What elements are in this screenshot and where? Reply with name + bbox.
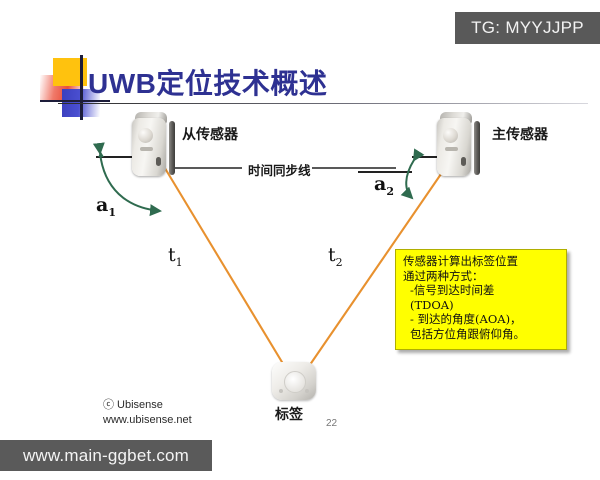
decor-vertical-line bbox=[80, 55, 83, 120]
sensor-side-edge bbox=[474, 121, 480, 175]
slave-sensor-device bbox=[132, 112, 175, 178]
master-sensor-label: 主传感器 bbox=[492, 127, 548, 143]
ubisense-copyright: ⓒ Ubisense bbox=[103, 399, 163, 411]
title-divider bbox=[58, 103, 588, 104]
signal-ray-right bbox=[303, 156, 454, 374]
sensor-led bbox=[461, 157, 466, 166]
time-t2-base: t bbox=[328, 244, 336, 266]
ubisense-website: www.ubisense.net bbox=[103, 414, 192, 426]
callout-line-1: 传感器计算出标签位置 bbox=[403, 254, 518, 268]
callout-line-6: 包括方位角跟俯仰角。 bbox=[410, 326, 525, 341]
signal-ray-left bbox=[158, 158, 290, 374]
angle-a2-base: a bbox=[374, 173, 387, 195]
master-sensor-device bbox=[437, 112, 480, 178]
callout-line-3: -信号到达时间差 bbox=[410, 283, 495, 298]
angle-arc-a1 bbox=[92, 142, 162, 217]
angle-a2-sub: 2 bbox=[386, 184, 394, 198]
time-t2-label: t2 bbox=[328, 244, 343, 269]
tag-label: 标签 bbox=[275, 407, 303, 423]
callout-box: 传感器计算出标签位置 通过两种方式： -信号到达时间差 (TDOA) - 到达的… bbox=[395, 249, 567, 350]
sensor-slot bbox=[445, 147, 458, 151]
slave-sensor-label: 从传感器 bbox=[182, 127, 238, 143]
sensor-led bbox=[156, 157, 161, 166]
angle-a2-label: a2 bbox=[374, 173, 394, 198]
slide-page-number: 22 bbox=[326, 418, 338, 429]
time-t2-sub: 2 bbox=[335, 255, 343, 269]
sensor-lens bbox=[443, 128, 458, 143]
callout-line-4: (TDOA) bbox=[410, 297, 454, 312]
angle-arc-a1-head bbox=[98, 152, 104, 157]
tag-dot-right bbox=[305, 389, 309, 393]
angle-a1-label: a1 bbox=[96, 194, 116, 219]
tag-device bbox=[272, 362, 316, 402]
time-t1-label: t1 bbox=[168, 244, 183, 269]
ubisense-credit: ⓒ Ubisense www.ubisense.net bbox=[103, 398, 192, 428]
angle-a1-sub: 1 bbox=[108, 205, 116, 219]
callout-line-2: 通过两种方式： bbox=[403, 268, 484, 283]
sensor-lens bbox=[138, 128, 153, 143]
tag-ring bbox=[284, 371, 306, 393]
callout-line-5: - 到达的角度(AOA)， bbox=[410, 312, 522, 327]
sync-line-label: 时间同步线 bbox=[248, 163, 311, 178]
time-t1-sub: 1 bbox=[175, 255, 183, 269]
time-t1-base: t bbox=[168, 244, 176, 266]
decor-horizontal-line bbox=[40, 100, 110, 102]
angle-a1-base: a bbox=[96, 194, 109, 216]
tag-dot-left bbox=[279, 389, 283, 393]
sensor-slot bbox=[140, 147, 153, 151]
sensor-side-edge bbox=[169, 121, 175, 175]
page-title: UWB定位技术概述 bbox=[88, 68, 328, 99]
telegram-watermark-badge: TG: MYYJJPP bbox=[455, 12, 600, 44]
site-watermark-bar: www.main-ggbet.com bbox=[0, 440, 212, 471]
angle-arc-a2 bbox=[400, 148, 425, 200]
